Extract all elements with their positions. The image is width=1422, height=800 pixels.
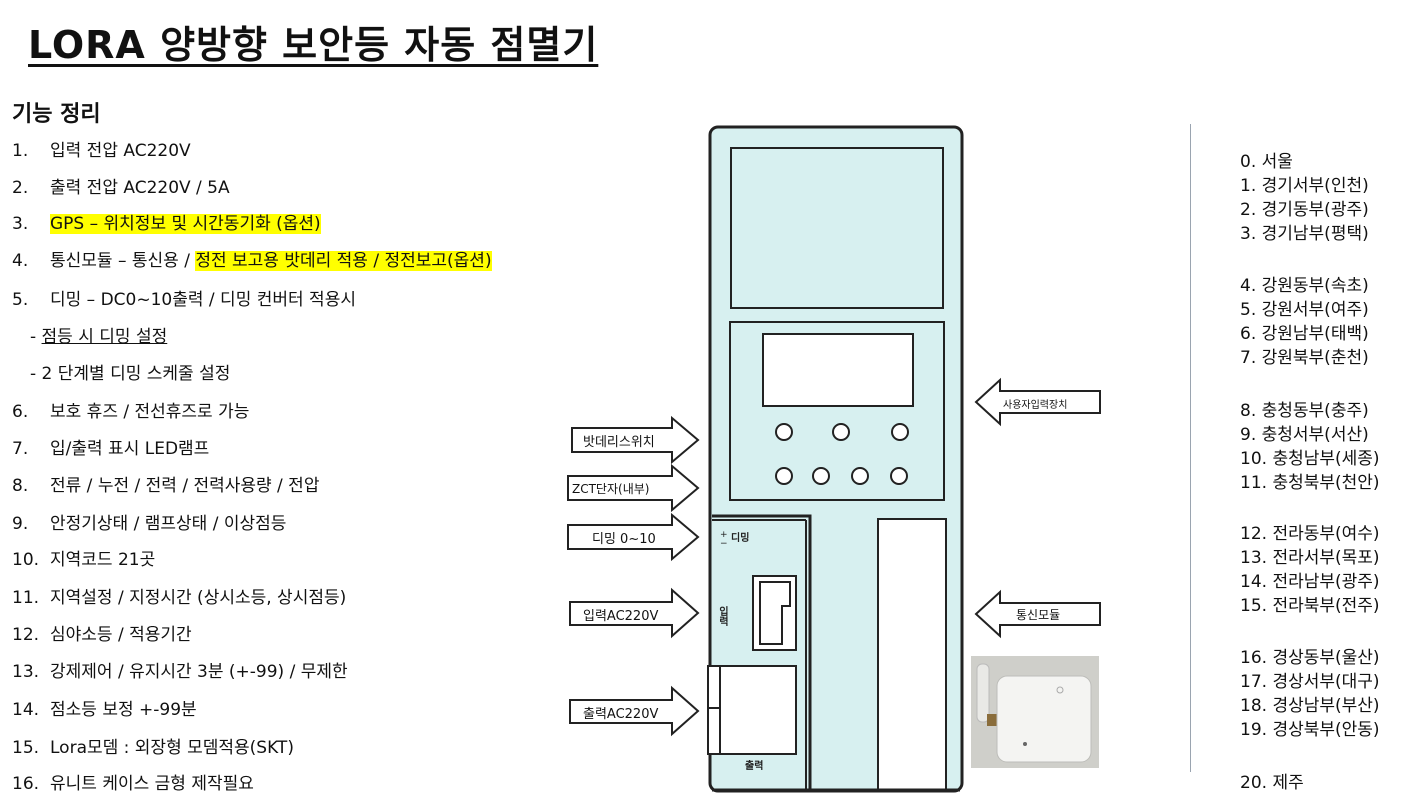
- button: [890, 467, 908, 485]
- button: [775, 467, 793, 485]
- region-item: 16. 경상동부(울산): [1240, 648, 1380, 668]
- region-item: 12. 전라동부(여수): [1240, 524, 1380, 544]
- region-item: 6. 강원남부(태백): [1240, 324, 1369, 344]
- feature-item: 11.지역설정 / 지정시간 (상시소등, 상시점등): [12, 588, 347, 608]
- label-input: 입력AC220V: [583, 609, 659, 624]
- terminal-block: [712, 514, 812, 790]
- device-dimming-mark: 디밍: [731, 531, 749, 544]
- region-item: 13. 전라서부(목포): [1240, 548, 1380, 568]
- region-item: 7. 강원북부(춘천): [1240, 348, 1369, 368]
- sub-item: - 2 단계별 디밍 스케줄 설정: [30, 364, 231, 384]
- region-item: 11. 충청북부(천안): [1240, 473, 1380, 493]
- arrow-battery-switch: [571, 415, 700, 465]
- region-item: 9. 충청서부(서산): [1240, 425, 1369, 445]
- region-item: 8. 충청동부(충주): [1240, 401, 1369, 421]
- feature-item: 13.강제제어 / 유지시간 3분 (+-99) / 무제한: [12, 662, 348, 682]
- label-zct: ZCT단자(내부): [572, 482, 650, 496]
- button: [832, 423, 850, 441]
- label-comm-module: 통신모듈: [1016, 608, 1061, 622]
- button: [891, 423, 909, 441]
- region-item: 10. 충청남부(세종): [1240, 449, 1380, 469]
- feature-item: 7.입/출력 표시 LED램프: [12, 439, 210, 459]
- lcd-screen: [762, 333, 914, 407]
- feature-item: 2.출력 전압 AC220V / 5A: [12, 178, 230, 198]
- region-item: 2. 경기동부(광주): [1240, 200, 1369, 220]
- feature-item: 5.디밍 – DC0~10출력 / 디밍 컨버터 적용시: [12, 290, 356, 310]
- region-item: 0. 서울: [1240, 152, 1293, 172]
- feature-item: 16.유니트 케이스 금형 제작필요: [12, 774, 254, 794]
- feature-item: 3.GPS – 위치정보 및 시간동기화 (옵션): [12, 214, 321, 234]
- button: [812, 467, 830, 485]
- arrow-user-input: [974, 377, 1101, 427]
- lora-modem-photo: [971, 656, 1099, 768]
- region-item: 19. 경상북부(안동): [1240, 720, 1380, 740]
- arrow-comm-module: [974, 589, 1101, 639]
- region-item: 3. 경기남부(평택): [1240, 224, 1369, 244]
- region-item: 20. 제주: [1240, 773, 1304, 793]
- feature-item: 14.점소등 보정 +-99분: [12, 700, 197, 720]
- label-output: 출력AC220V: [583, 707, 659, 722]
- feature-item: 1.입력 전압 AC220V: [12, 141, 191, 161]
- feature-item: 6.보호 휴즈 / 전선휴즈로 가능: [12, 402, 250, 422]
- region-item: 18. 경상남부(부산): [1240, 696, 1380, 716]
- arrow-dimming: [567, 512, 700, 562]
- feature-item: 10.지역코드 21곳: [12, 550, 156, 570]
- feature-item: 15.Lora모뎀 : 외장형 모뎀적용(SKT): [12, 738, 294, 758]
- button: [775, 423, 793, 441]
- top-panel: [730, 147, 944, 309]
- region-item: 14. 전라남부(광주): [1240, 572, 1380, 592]
- plus-mark: +: [720, 530, 728, 540]
- device-input-mark: 입력: [717, 605, 729, 627]
- page-title: LORA 양방향 보안등 자동 점멸기: [28, 23, 599, 67]
- label-battery-switch: 밧데리스위치: [583, 435, 655, 450]
- region-item: 17. 경상서부(대구): [1240, 672, 1380, 692]
- divider: [1190, 124, 1191, 772]
- device-output-mark: 출력: [745, 759, 763, 772]
- region-item: 5. 강원서부(여주): [1240, 300, 1369, 320]
- button: [851, 467, 869, 485]
- label-user-input: 사용자입력장치: [1003, 400, 1068, 411]
- feature-item: 8.전류 / 누전 / 전력 / 전력사용량 / 전압: [12, 476, 320, 496]
- label-dimming: 디밍 0~10: [592, 532, 656, 547]
- comm-module-slot: [877, 518, 947, 792]
- sub-item: - 점등 시 디밍 설정: [30, 327, 168, 347]
- region-item: 1. 경기서부(인천): [1240, 176, 1369, 196]
- feature-item: 9.안정기상태 / 램프상태 / 이상점등: [12, 514, 287, 534]
- section-title: 기능 정리: [12, 102, 101, 127]
- region-item: 15. 전라북부(전주): [1240, 596, 1380, 616]
- arrow-zct: [567, 463, 700, 513]
- minus-mark: −: [720, 539, 728, 549]
- arrow-input: [569, 587, 700, 639]
- output-socket: [707, 665, 797, 755]
- region-item: 4. 강원동부(속초): [1240, 276, 1369, 296]
- arrow-output: [569, 685, 700, 737]
- feature-item: 12.심야소등 / 적용기간: [12, 625, 192, 645]
- feature-item: 4.통신모듈 – 통신용 / 정전 보고용 밧데리 적용 / 정전보고(옵션): [12, 251, 492, 271]
